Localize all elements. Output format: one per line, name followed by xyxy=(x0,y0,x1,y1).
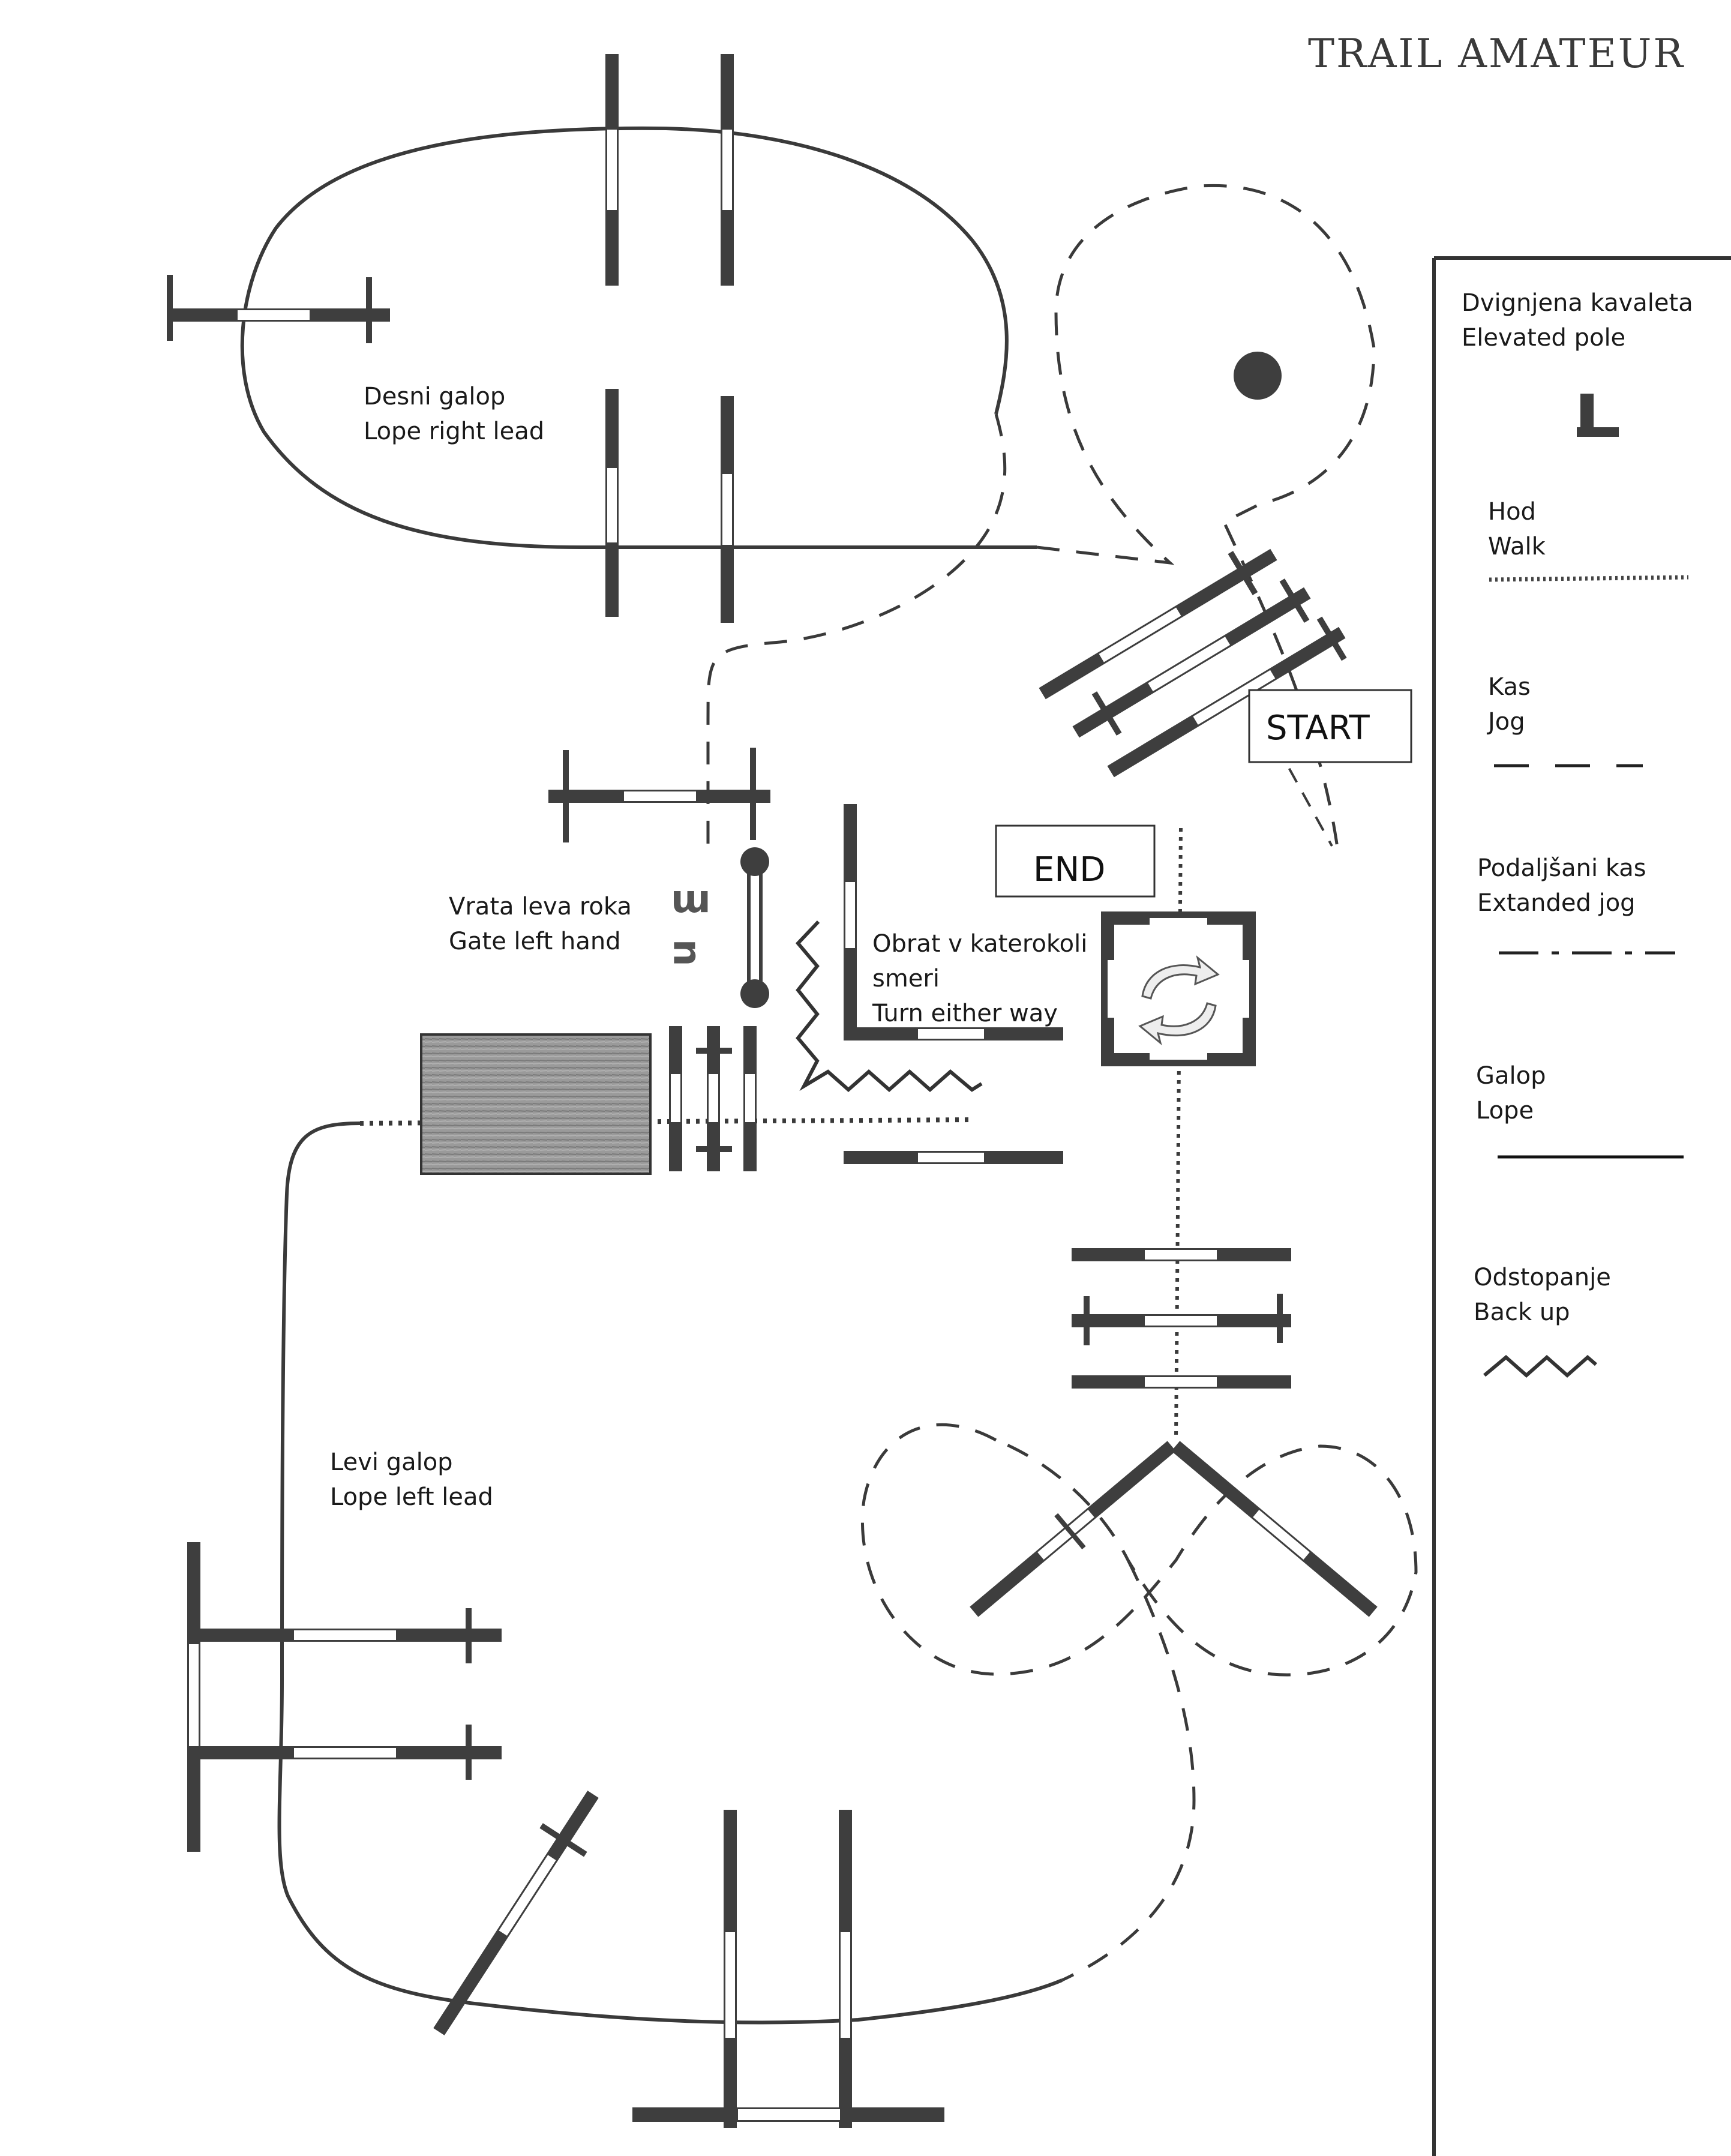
course-title: TRAIL AMATEUR xyxy=(1308,31,1685,77)
label-left-lead-en: Lope left lead xyxy=(330,1483,493,1511)
trot-poles-bridge xyxy=(669,1026,757,1171)
label-gate-sl: Vrata leva roka xyxy=(449,893,632,920)
figure-eight-jog-path xyxy=(860,1423,1418,1677)
end-box: END xyxy=(995,824,1156,898)
back-up-zigzag-path xyxy=(795,920,983,1093)
label-turn-en: Turn either way xyxy=(872,1000,1058,1027)
elevated-poles-bottom xyxy=(632,1810,944,2128)
lope-left-lead-path xyxy=(277,1122,1063,2025)
legend-label: Elevated pole xyxy=(1462,324,1625,352)
legend-label: Back up xyxy=(1474,1299,1570,1326)
label-right-lead-en: Lope right lead xyxy=(364,418,544,445)
legend-label: Podaljšani kas xyxy=(1477,854,1646,882)
label-left-lead-sl: Levi galop xyxy=(330,1449,453,1476)
jog-to-lope-path xyxy=(1061,1559,1196,1982)
diagonal-pole-bottom xyxy=(433,1791,599,2035)
elevated-pole-icon xyxy=(1577,394,1619,437)
gate-hinge-icon: ᴝ xyxy=(671,929,699,973)
bridge xyxy=(420,1033,652,1175)
elevated-poles-bottom-left xyxy=(187,1542,502,1852)
course-labels: Desni galop Lope right lead Vrata leva r… xyxy=(330,383,1087,1511)
label-gate-en: Gate left hand xyxy=(449,928,621,955)
obstacles: START END ɯ ᴝ xyxy=(167,54,1412,2128)
gate-hinge-icon: ɯ xyxy=(671,877,711,922)
course-paths xyxy=(240,126,1418,2025)
legend-label: Jog xyxy=(1486,708,1525,736)
legend-label: Galop xyxy=(1476,1062,1546,1090)
start-box: START xyxy=(1248,689,1412,763)
start-poles xyxy=(1039,548,1347,778)
walk-path-horizontal xyxy=(359,1117,973,1126)
legend-label: Dvignjena kavaleta xyxy=(1462,289,1693,317)
back-up-l-poles xyxy=(844,804,1063,1164)
gate: ɯ ᴝ xyxy=(671,847,769,1008)
label-turn-sl-2: smeri xyxy=(872,965,940,992)
jog-loop-path xyxy=(1036,184,1376,853)
label-right-lead-sl: Desni galop xyxy=(364,383,505,410)
label-turn-sl-1: Obrat v katerokoli xyxy=(872,930,1087,958)
legend-label: Lope xyxy=(1476,1097,1534,1125)
jog-poles-right xyxy=(1072,1248,1291,1389)
legend-panel: Dvignjena kavaleta Elevated pole Hod Wal… xyxy=(1432,256,1731,2156)
end-label: END xyxy=(1033,850,1105,889)
turn-arrows-icon xyxy=(1138,955,1220,1046)
elevated-pole-top-left xyxy=(167,275,390,343)
lope-right-lead-path xyxy=(240,126,1037,549)
legend-label: Kas xyxy=(1488,673,1531,701)
legend-label: Hod xyxy=(1488,498,1536,526)
back-up-zigzag-icon xyxy=(1483,1354,1597,1378)
legend-label: Walk xyxy=(1488,533,1546,560)
jog-path xyxy=(706,413,1007,852)
tree-marker xyxy=(1234,352,1282,400)
legend-label: Odstopanje xyxy=(1474,1264,1611,1291)
walk-line-icon xyxy=(1489,575,1689,582)
elevated-pole-gate xyxy=(548,748,770,842)
turn-box xyxy=(1101,911,1256,1066)
start-label: START xyxy=(1266,709,1370,748)
v-poles xyxy=(970,1441,1378,1617)
legend-label: Extanded jog xyxy=(1477,889,1636,917)
lope-poles-top xyxy=(605,54,734,623)
